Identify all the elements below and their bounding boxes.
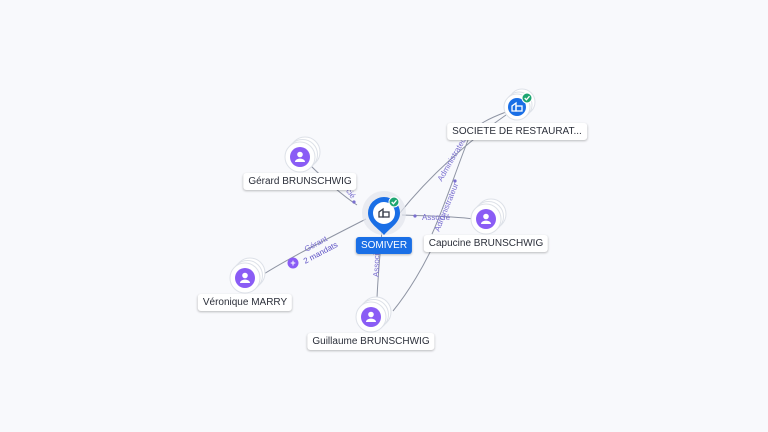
edge-label-text: Administrateur [433,181,461,233]
building-icon-right [382,211,390,218]
person-icon-head [483,213,489,220]
edge-arrow-marker [352,200,356,204]
edge-guillaume-somiver [376,229,383,299]
edge-label-text: Associé [422,213,451,222]
node-somiver[interactable] [362,191,406,235]
edge-label-text: Associé [372,248,382,277]
edge-label-capucine-societe: Administrateur [433,181,461,233]
edge-capucine-somiver [401,214,475,220]
edge-label-text: Administrateur [436,133,470,182]
person-icon-body [240,279,250,283]
building-icon-right [515,105,523,112]
node-label-guillaume[interactable]: Guillaume BRUNSCHWIG [307,333,435,350]
node-guillaume[interactable] [355,296,392,333]
verified-badge [388,196,400,208]
edge-arrow-marker [453,179,457,183]
person-icon-head [368,311,374,318]
person-icon-body [366,318,376,322]
node-label-capucine[interactable]: Capucine BRUNSCHWIG [423,235,549,252]
edges-layer [255,111,507,312]
node-label-societe[interactable]: SOCIETE DE RESTAURAT... [447,123,587,140]
expand-badge-text[interactable]: + [290,258,295,268]
edge-guillaume-societe [392,247,433,312]
edge-label-somiver-societe: Administrateur [436,133,470,182]
nodes-layer [229,88,536,333]
person-icon-body [481,220,491,224]
node-label-somiver[interactable]: SOMIVER [355,237,413,254]
pin-inner [373,202,395,224]
building-icon-left [511,101,517,112]
building-icon-left [378,207,384,218]
check-icon [524,95,530,101]
verified-badge [521,92,533,104]
edge-arrow-marker [413,214,417,218]
person-icon-body [295,158,305,162]
edge-label-capucine-somiver: Associé [422,213,451,222]
node-label-veronique[interactable]: Véronique MARRY [197,294,293,311]
node-capucine[interactable] [470,198,507,235]
expand-badge[interactable]: + [287,257,299,269]
edge-veronique-somiver [255,218,367,280]
person-icon-head [297,151,303,158]
node-label-gerard[interactable]: Gérard BRUNSCHWIG [243,173,357,190]
node-societe[interactable] [503,88,536,121]
node-gerard[interactable] [284,136,321,173]
edge-label-guillaume-somiver: Associé [372,248,382,277]
node-veronique[interactable] [229,257,266,294]
check-icon [391,199,397,205]
person-icon-head [242,272,248,279]
expand-badge-circle[interactable] [287,257,299,269]
